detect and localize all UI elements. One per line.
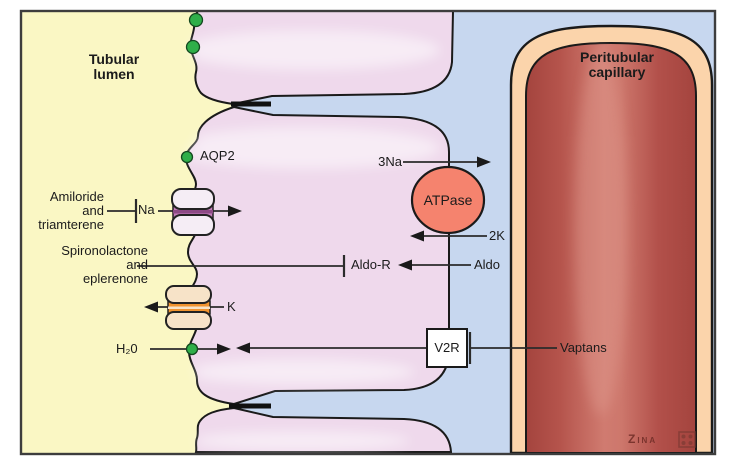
h2o-arrowhead-right — [217, 343, 231, 355]
three-na-arrowhead-right — [477, 156, 491, 168]
spironolactone-eplerenone-label: Spironolactone and eplerenone — [61, 243, 148, 286]
atpase-label: ATPase — [423, 192, 473, 208]
aldo-arrowhead-left — [398, 259, 412, 271]
amiloride-triamterene-label: Amiloride and triamterene — [38, 189, 104, 232]
na-channel-bottom-lobe — [171, 214, 215, 236]
v2r-label: V2R — [434, 340, 460, 355]
arrowheads — [144, 156, 491, 355]
h2o-label: H₂0 — [116, 341, 138, 356]
k-channel-bottom-lobe — [165, 311, 212, 330]
v2r-receptor-box — [426, 328, 468, 368]
three-na-label: 3Na — [378, 154, 402, 169]
na-arrowhead-right — [228, 205, 242, 217]
watermark-ornament-icon — [678, 431, 696, 448]
na-channel-top-lobe — [171, 188, 215, 210]
k-channel-top-lobe — [165, 285, 212, 304]
v2r-arrowhead-left — [236, 342, 250, 354]
two-k-label: 2K — [489, 228, 505, 243]
aldo-label: Aldo — [474, 257, 501, 272]
aqp2-vesicles — [180, 12, 204, 356]
diagram-frame — [19, 9, 717, 456]
aqp2-vesicle-icon — [185, 39, 201, 55]
peritubular-capillary-label: Peritubular capillary — [580, 49, 654, 80]
artist-watermark: Zina — [628, 432, 658, 446]
aldo-receptor-label: Aldo-R — [351, 257, 391, 272]
atpase-pump-icon — [410, 165, 486, 235]
aqp2-vesicle-icon — [180, 150, 194, 164]
na-channel-stripe — [173, 210, 213, 214]
two-k-arrowhead-left — [410, 230, 424, 242]
connector-lines — [107, 161, 557, 364]
capillary-highlight — [575, 45, 627, 415]
k-channel-stripe — [168, 306, 210, 309]
principal-cells — [185, 10, 455, 453]
tubular-lumen-label: Tubular lumen — [88, 51, 140, 82]
vaptans-label: Vaptans — [560, 340, 607, 355]
aqp2-vesicle-icon — [185, 342, 199, 356]
k-label: K — [227, 299, 236, 314]
aqp2-vesicle-icon — [188, 12, 204, 28]
na-label: Na — [138, 202, 155, 217]
aqp2-label: AQP2 — [200, 148, 235, 163]
cell-highlights — [186, 30, 440, 451]
enac-channel-icon — [171, 188, 215, 236]
k-arrowhead-left — [144, 301, 158, 313]
romk-channel-icon — [165, 285, 212, 330]
